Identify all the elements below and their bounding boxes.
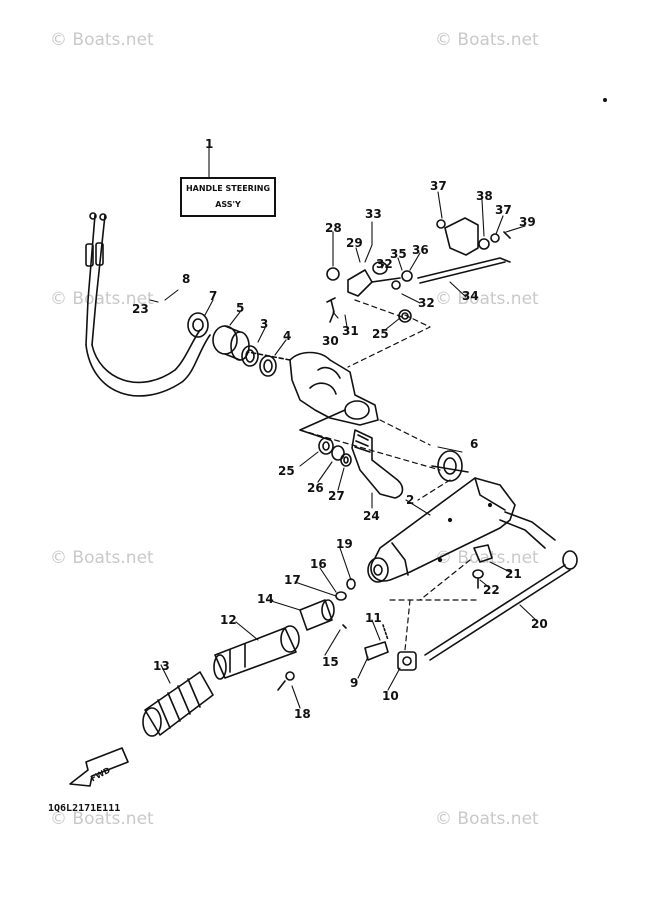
throttle-grip: [142, 599, 335, 737]
callout-21: 21: [505, 567, 522, 581]
callout-4: 4: [283, 329, 292, 343]
callout-32-lower: 32: [418, 296, 435, 310]
callout-37-left: 37: [430, 179, 447, 193]
callout-37-right: 37: [495, 203, 512, 217]
callout-30: 30: [322, 334, 339, 348]
callout-10: 10: [382, 689, 399, 703]
callout-11: 11: [365, 611, 382, 625]
watermark: © Boats.net: [50, 548, 154, 568]
callout-33: 33: [365, 207, 382, 221]
callout-7: 7: [209, 289, 218, 303]
callout-24: 24: [363, 509, 380, 523]
callout-28: 28: [325, 221, 342, 235]
callout-38: 38: [476, 189, 493, 203]
throttle-link: [364, 624, 417, 671]
pivot-bracket: [472, 544, 493, 589]
callout-12: 12: [220, 613, 237, 627]
callout-26: 26: [307, 481, 324, 495]
callout-36: 36: [412, 243, 429, 257]
collar: [212, 325, 277, 377]
callout-32-upper: 32: [376, 257, 393, 271]
callout-35: 35: [390, 247, 407, 261]
leader-lines: [149, 146, 539, 709]
assembly-title-box: HANDLE STEERING ASS'Y: [180, 177, 276, 217]
watermark: © Boats.net: [435, 30, 539, 50]
callout-16: 16: [310, 557, 327, 571]
callout-34: 34: [462, 289, 479, 303]
callout-39: 39: [519, 215, 536, 229]
guide-lines: [299, 299, 481, 651]
callout-1: 1: [205, 137, 214, 151]
friction-lever: [351, 429, 404, 499]
callout-20: 20: [531, 617, 548, 631]
callout-23: 23: [132, 302, 149, 316]
callout-13: 13: [153, 659, 170, 673]
callout-18: 18: [294, 707, 311, 721]
callout-27: 27: [328, 489, 345, 503]
throttle-cables: [85, 212, 211, 397]
callout-19: 19: [336, 537, 353, 551]
shift-linkage: [326, 217, 511, 323]
callout-2: 2: [406, 493, 415, 507]
callout-14: 14: [257, 592, 274, 606]
callout-3: 3: [260, 317, 269, 331]
callout-31: 31: [342, 324, 359, 338]
watermark: © Boats.net: [50, 809, 154, 829]
watermark: © Boats.net: [435, 548, 539, 568]
fwd-arrow: [69, 747, 129, 787]
bushing: [431, 450, 469, 482]
callout-6: 6: [470, 437, 479, 451]
assembly-title-line2: ASS'Y: [215, 200, 241, 209]
assembly-title-line1: HANDLE STEERING: [185, 184, 271, 193]
bracket-body: [247, 351, 379, 441]
callout-25-upper: 25: [372, 327, 389, 341]
steering-arm: [367, 477, 578, 583]
callout-15: 15: [322, 655, 339, 669]
link-rod: [424, 564, 571, 661]
callout-17: 17: [284, 573, 301, 587]
watermark: © Boats.net: [435, 289, 539, 309]
callout-8: 8: [182, 272, 191, 286]
watermark: © Boats.net: [50, 30, 154, 50]
small-hardware: [277, 578, 356, 691]
watermark: © Boats.net: [435, 809, 539, 829]
callout-5: 5: [236, 301, 245, 315]
callout-9: 9: [350, 676, 359, 690]
callout-22: 22: [483, 583, 500, 597]
grommet: [187, 312, 209, 338]
watermark: © Boats.net: [50, 289, 154, 309]
washer-set: [318, 437, 352, 467]
callout-29: 29: [346, 236, 363, 250]
diagram-code: 1Q6L2171E111: [48, 803, 121, 814]
callout-25-lower: 25: [278, 464, 295, 478]
speck: [602, 98, 607, 103]
